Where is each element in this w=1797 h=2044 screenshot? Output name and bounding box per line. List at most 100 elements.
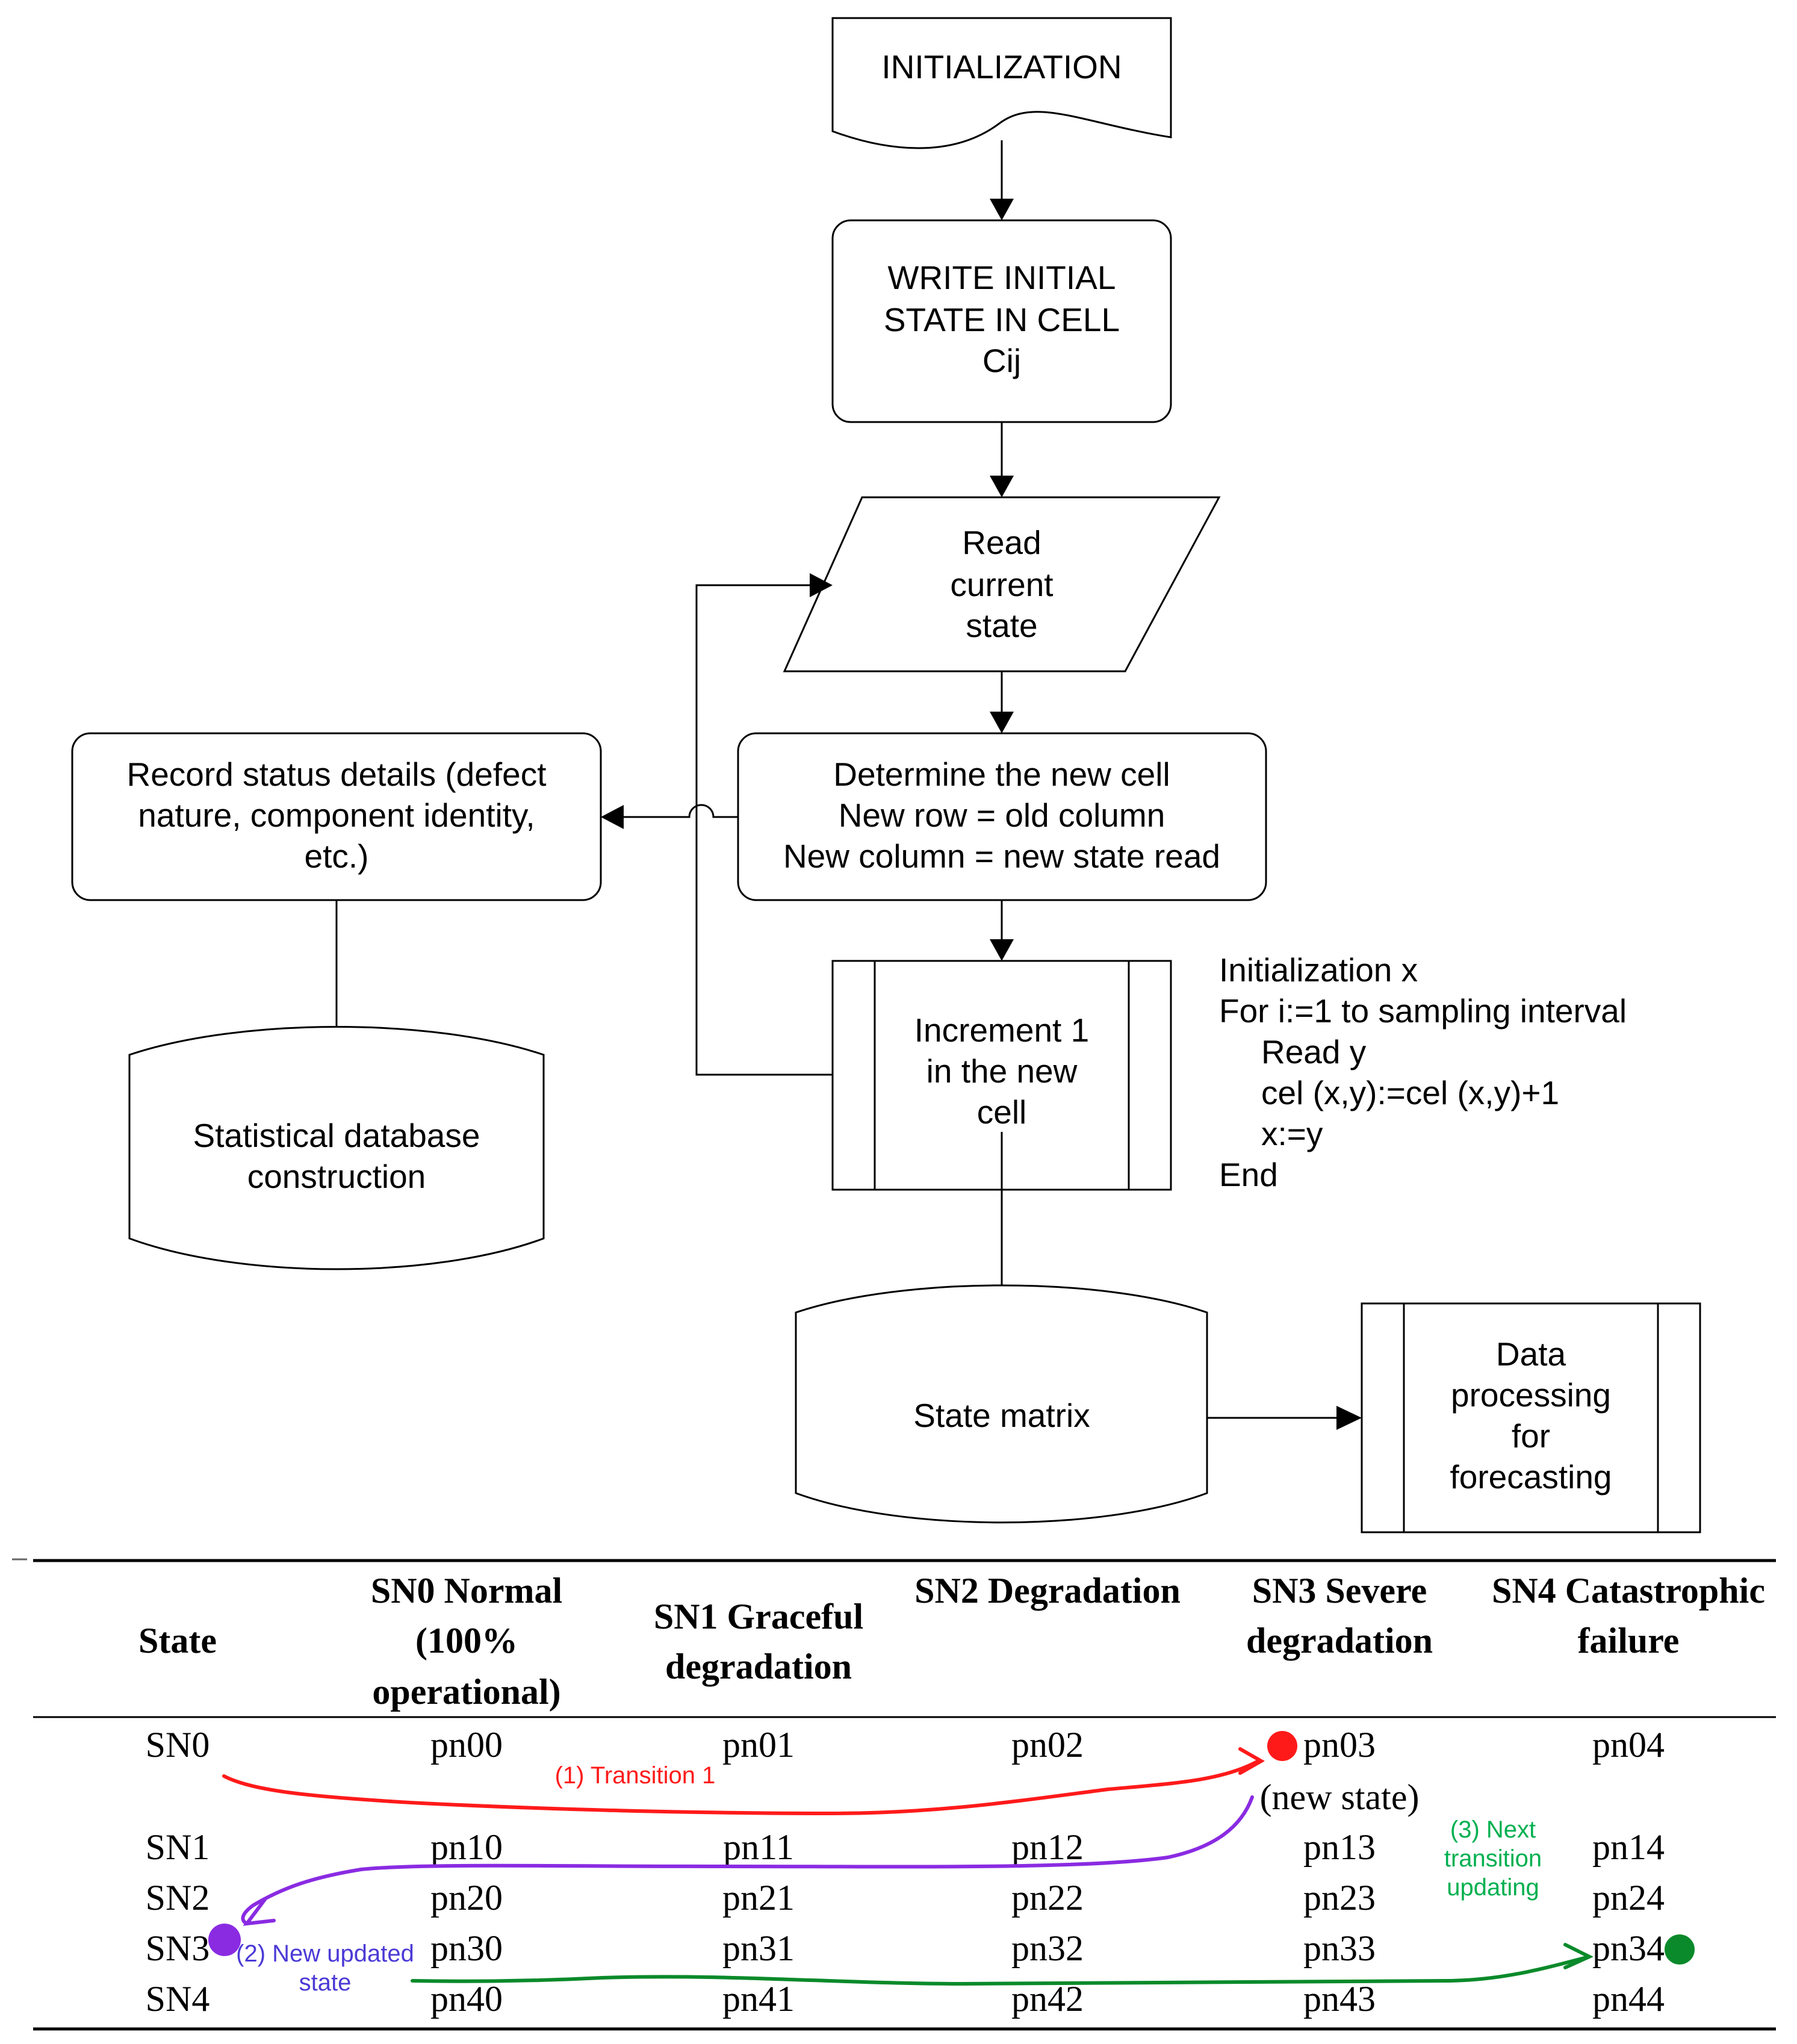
- table-cell: pn32: [1011, 1928, 1084, 1968]
- table-cell: pn40: [430, 1979, 503, 2019]
- table-cell: pn20: [430, 1878, 503, 1918]
- table-header: State SN0 Normal (100% operational) SN1 …: [138, 1571, 1765, 1712]
- table-row-label: SN1: [146, 1827, 210, 1867]
- header-sn3-line-1: SN3 Severe: [1252, 1571, 1427, 1611]
- table-cell: pn42: [1011, 1979, 1084, 2019]
- table-row-label: SN4: [146, 1979, 210, 2019]
- next-transition-arrow: [411, 1955, 1591, 1986]
- increment-line-1: Increment 1: [914, 1011, 1089, 1049]
- db-line-2: construction: [247, 1158, 426, 1195]
- read-line-3: state: [966, 607, 1037, 644]
- pseudo-line-6: End: [1219, 1156, 1278, 1193]
- processing-line-4: forecasting: [1450, 1458, 1612, 1496]
- next-transition-label-2: transition: [1444, 1845, 1542, 1872]
- header-sn0-line-3: operational): [372, 1672, 560, 1712]
- pseudo-line-4: cel (x,y):=cel (x,y)+1: [1261, 1074, 1559, 1111]
- header-sn3-line-2: degradation: [1246, 1621, 1433, 1660]
- read-line-1: Read: [962, 524, 1041, 561]
- pseudocode-block: Initialization x For i:=1 to sampling in…: [1219, 951, 1627, 1193]
- write-initial-line-1: WRITE INITIAL: [888, 259, 1116, 296]
- arrowhead: [990, 476, 1014, 497]
- table-row-label: SN2: [146, 1878, 210, 1918]
- transition-1-arrowhead: [1238, 1747, 1265, 1775]
- new-updated-state-label-2: state: [299, 1969, 352, 1996]
- write-initial-line-3: Cij: [982, 342, 1021, 379]
- pseudo-line-3: Read y: [1261, 1033, 1367, 1070]
- data-processing-node: Data processing for forecasting: [1361, 1302, 1701, 1533]
- new-updated-state-arrow: [241, 1795, 1254, 1925]
- table-cell: pn23: [1303, 1878, 1376, 1918]
- db-line-1: Statistical database: [193, 1117, 480, 1154]
- new-updated-state-label-1: (2) New updated: [236, 1940, 414, 1967]
- write-initial-line-2: STATE IN CELL: [884, 301, 1120, 338]
- increment-line-3: cell: [977, 1093, 1027, 1131]
- pseudo-line-5: x:=y: [1261, 1115, 1323, 1152]
- statistical-database-node: Statistical database construction: [128, 1026, 545, 1270]
- table-cell: pn43: [1303, 1979, 1376, 2019]
- transition-1-label: (1) Transition 1: [555, 1762, 716, 1789]
- record-status-node: Record status details (defect nature, co…: [71, 732, 602, 901]
- table-cell: pn04: [1592, 1725, 1665, 1765]
- table-cell: pn30: [430, 1928, 503, 1968]
- header-state: State: [138, 1621, 217, 1660]
- new-updated-state-dot: [208, 1924, 241, 1956]
- table-cell: pn00: [430, 1725, 503, 1765]
- table-cell: pn22: [1011, 1878, 1084, 1918]
- table-cell: pn13: [1303, 1827, 1376, 1867]
- table-row-label: SN0: [146, 1725, 210, 1765]
- arrowhead: [601, 805, 624, 829]
- write-initial-state-node: WRITE INITIAL STATE IN CELL Cij: [831, 219, 1172, 423]
- processing-line-3: for: [1512, 1417, 1550, 1455]
- table-cell: pn24: [1592, 1878, 1665, 1918]
- header-sn1-line-2: degradation: [665, 1647, 852, 1686]
- table-cell: pn02: [1011, 1725, 1084, 1765]
- pseudo-line-1: Initialization x: [1219, 951, 1418, 989]
- table-row-label: SN3: [146, 1928, 210, 1968]
- next-transition-dot: [1665, 1934, 1695, 1965]
- arrow-determine-to-record: [621, 804, 738, 818]
- transition-1-dot: [1267, 1731, 1297, 1761]
- header-sn2-line-1: SN2 Degradation: [914, 1571, 1181, 1611]
- arrowhead: [1336, 1406, 1362, 1430]
- transition-1-arrow: [222, 1759, 1260, 1816]
- record-line-2: nature, component identity,: [138, 797, 535, 834]
- determine-new-cell-node: Determine the new cell New row = old col…: [737, 732, 1267, 901]
- table-cell: pn03: [1303, 1725, 1376, 1765]
- table-cell: pn34: [1592, 1928, 1665, 1968]
- determine-line-1: Determine the new cell: [833, 756, 1170, 793]
- table-cell: pn10: [430, 1827, 503, 1867]
- table-cell: pn01: [722, 1725, 795, 1765]
- record-line-1: Record status details (defect: [126, 756, 546, 793]
- table-cell: pn33: [1303, 1928, 1376, 1968]
- state-matrix-node: State matrix: [795, 1284, 1208, 1524]
- arrowhead: [990, 199, 1014, 220]
- arrow-loop-to-read: [695, 584, 833, 1076]
- table-cell: pn31: [722, 1928, 795, 1968]
- new-state-note: (new state): [1260, 1777, 1420, 1817]
- arrowhead: [990, 939, 1014, 961]
- table-cell: pn11: [723, 1827, 794, 1867]
- arrowhead: [810, 573, 833, 597]
- arrowhead: [990, 712, 1014, 733]
- initialization-label: INITIALIZATION: [881, 48, 1122, 85]
- header-sn0-line-1: SN0 Normal: [371, 1571, 562, 1611]
- header-sn4-line-2: failure: [1578, 1621, 1680, 1660]
- header-sn0-line-2: (100%: [415, 1621, 518, 1660]
- next-transition-label-1: (3) Next: [1450, 1816, 1536, 1843]
- read-line-2: current: [950, 566, 1053, 603]
- processing-line-1: Data: [1496, 1335, 1566, 1373]
- table-cell: pn12: [1011, 1827, 1084, 1867]
- record-line-3: etc.): [305, 837, 369, 875]
- initialization-node: INITIALIZATION: [831, 17, 1172, 149]
- determine-line-2: New row = old column: [839, 797, 1165, 834]
- table-cell: pn21: [722, 1878, 795, 1918]
- read-current-state-node: Read current state: [783, 496, 1221, 673]
- header-sn4-line-1: SN4 Catastrophic: [1492, 1571, 1765, 1611]
- next-transition-arrowhead: [1563, 1943, 1594, 1969]
- new-updated-state-arrowhead: [243, 1898, 276, 1926]
- state-matrix-label: State matrix: [913, 1397, 1090, 1434]
- table-cell: pn14: [1592, 1827, 1665, 1867]
- table-cell: pn41: [722, 1979, 795, 2019]
